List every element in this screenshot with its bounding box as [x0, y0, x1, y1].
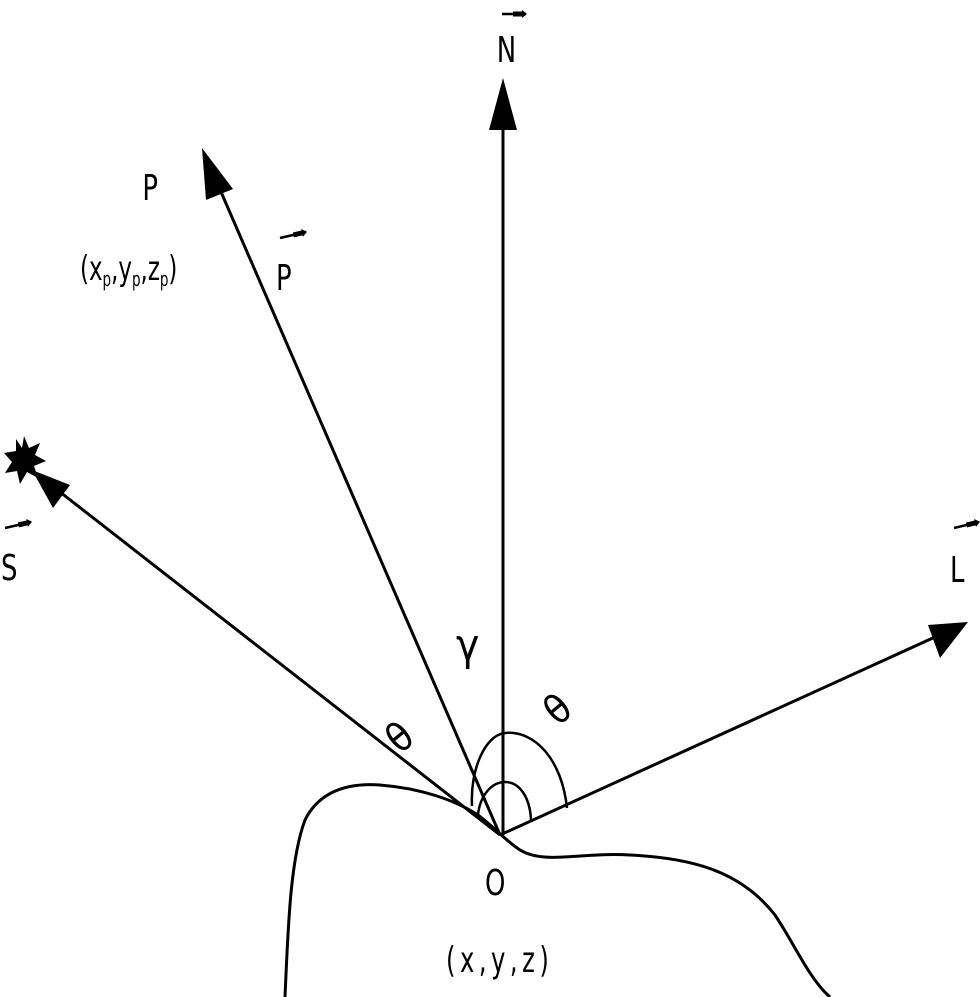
normal-label: N	[497, 29, 516, 71]
light-source-star-icon	[4, 436, 46, 484]
gamma-angle-label: γ	[456, 620, 479, 671]
theta-right-angle-label: θ	[535, 685, 581, 734]
origin-label: O	[485, 862, 505, 904]
vector-s-arrow-icon	[4, 519, 32, 530]
vector-s-label: S	[1, 547, 17, 589]
angle-arc-large	[470, 731, 569, 809]
point-p-coordinates: (xp,yp,zp)	[80, 249, 177, 291]
vector-l-label: L	[950, 549, 965, 591]
vector-p-arrow-icon	[279, 229, 307, 240]
point-p-label: P	[142, 167, 158, 209]
angle-arc-small	[476, 780, 533, 821]
s-arrowhead	[32, 470, 70, 508]
theta-left-angle-label: θ	[377, 713, 423, 762]
normal-arrowhead	[489, 78, 517, 130]
s-vector	[59, 490, 501, 837]
origin-coordinates: (x,y,z)	[446, 938, 553, 981]
vector-l-arrow-icon	[953, 519, 980, 530]
p-vector	[216, 184, 502, 836]
vector-p-label: P	[276, 257, 292, 299]
l-arrowhead	[928, 622, 968, 658]
p-arrowhead	[202, 148, 233, 200]
l-vector	[499, 635, 936, 837]
surface-curve	[283, 783, 831, 997]
